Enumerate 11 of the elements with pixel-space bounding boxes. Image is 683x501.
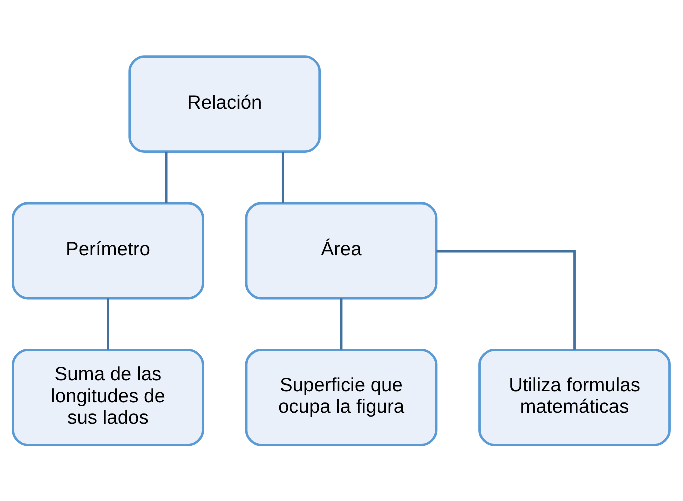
connector	[165, 151, 168, 203]
node-box: Suma de las longitudes de sus lados	[12, 348, 204, 446]
node-box: Perímetro	[12, 202, 204, 300]
connector	[340, 298, 343, 350]
node-box: Área	[245, 202, 438, 300]
node-box: Utiliza formulas matemáticas	[478, 348, 671, 446]
connector	[436, 250, 576, 350]
connector	[107, 298, 110, 350]
connector	[282, 151, 284, 203]
node-box: Superficie que ocupa la figura	[245, 348, 438, 446]
node-box: Relación	[128, 55, 322, 152]
